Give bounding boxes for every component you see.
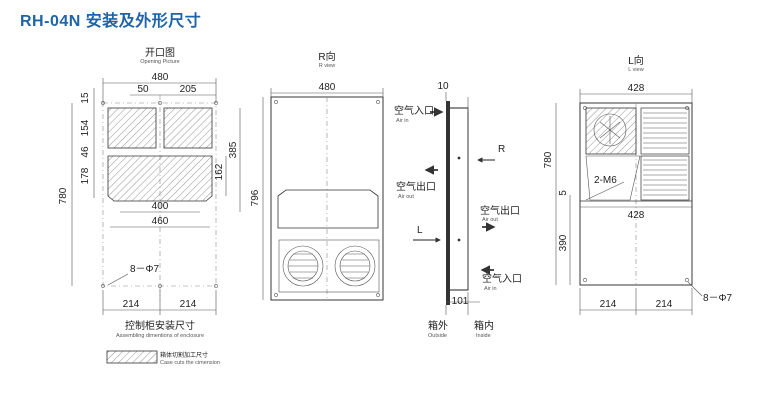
opening-caption-en: Assembling dimentions of enclosure xyxy=(116,333,204,339)
fan-icon xyxy=(282,245,324,287)
l-view-dim-780: 780 xyxy=(543,151,554,168)
air-in-bottom-sub: Air in xyxy=(484,286,497,292)
dim-154: 154 xyxy=(80,119,91,136)
air-in-top-label: 空气入口 xyxy=(394,104,434,117)
r-view: R向 R view 480 796 xyxy=(250,50,384,301)
cutout-top-left xyxy=(107,107,157,149)
r-view-subtitle: R view xyxy=(319,63,336,69)
l-view-dim-214-right: 214 xyxy=(656,299,673,310)
dim-hole: 8－Φ7 xyxy=(130,264,160,275)
l-view-screw: 2-M6 xyxy=(594,175,617,186)
dim-178: 178 xyxy=(80,167,91,184)
dim-50: 50 xyxy=(137,84,149,95)
inside-sub: Inside xyxy=(476,333,491,339)
outside-sub: Outside xyxy=(428,333,447,339)
l-arrow-label: L xyxy=(417,225,423,236)
dim-214-right: 214 xyxy=(180,299,197,310)
l-view-dim-428-mid: 428 xyxy=(628,210,645,221)
l-view-dim-390: 390 xyxy=(558,234,569,251)
r-view-fan-bay xyxy=(278,239,380,293)
legend-sub: Case cuts the cimension xyxy=(160,360,220,366)
opening-subtitle: Opening Picture xyxy=(140,59,179,65)
side-dim-10: 10 xyxy=(437,81,449,92)
l-view-dim-428-top: 428 xyxy=(628,83,645,94)
l-view-dim-5: 5 xyxy=(558,190,569,196)
dim-780: 780 xyxy=(58,187,69,204)
dim-214-left: 214 xyxy=(123,299,140,310)
inside-label: 箱内 xyxy=(474,319,494,332)
side-flange xyxy=(446,101,450,305)
opening-view: 开口图 Opening Picture 480 50 205 15 154 46… xyxy=(58,47,241,339)
side-dim-101: 101 xyxy=(452,296,469,307)
air-out-right-label: 空气出口 xyxy=(480,204,520,217)
l-view-subtitle: L view xyxy=(628,67,643,73)
air-out-right-sub: Air out xyxy=(482,217,498,223)
dim-46: 46 xyxy=(80,146,91,158)
page-title: RH-04N 安装及外形尺寸 xyxy=(20,13,202,30)
l-view-dim-214-left: 214 xyxy=(600,299,617,310)
dim-15: 15 xyxy=(80,92,91,104)
air-in-bottom-label: 空气入口 xyxy=(482,272,522,285)
cutout-top-right xyxy=(163,107,213,149)
dim-460: 460 xyxy=(152,216,169,227)
l-view-title: L向 xyxy=(628,54,644,67)
dim-205: 205 xyxy=(180,84,197,95)
l-view: L向 L view 428 428 2-M6 780 5 390 214 xyxy=(543,54,733,315)
r-arrow-label: R xyxy=(498,144,505,155)
legend-swatch xyxy=(106,350,158,364)
l-view-hole: 8－Φ7 xyxy=(703,293,733,304)
r-view-window xyxy=(277,189,379,229)
dim-400: 400 xyxy=(152,201,169,212)
dim-480: 480 xyxy=(152,72,169,83)
dim-162: 162 xyxy=(214,163,225,180)
air-in-top-sub: Air in xyxy=(396,118,409,124)
l-view-grille-top xyxy=(640,107,690,155)
air-out-left-sub: Air out xyxy=(398,194,414,200)
legend-label: 箱体切割加工尺寸 xyxy=(160,351,208,359)
side-view: 10 空气入口 Air in 空气出口 Air out R 空气出口 Air o… xyxy=(394,81,522,339)
r-view-dim-480: 480 xyxy=(319,82,336,93)
enclosure-outline xyxy=(102,102,217,287)
l-view-grille-bottom xyxy=(640,155,690,201)
l-view-duct xyxy=(585,155,641,201)
side-body xyxy=(450,107,469,291)
opening-caption: 控制柜安装尺寸 xyxy=(125,319,195,332)
cutout-bottom xyxy=(107,155,213,202)
r-view-dim-796: 796 xyxy=(250,189,261,206)
fan-icon xyxy=(334,245,376,287)
dim-385: 385 xyxy=(228,141,239,158)
opening-title: 开口图 xyxy=(145,47,175,59)
legend: 箱体切割加工尺寸 Case cuts the cimension xyxy=(106,350,220,366)
outside-label: 箱外 xyxy=(428,319,448,332)
fan-icon xyxy=(593,113,627,147)
air-out-left-label: 空气出口 xyxy=(396,180,436,193)
r-view-title: R向 xyxy=(318,50,335,63)
